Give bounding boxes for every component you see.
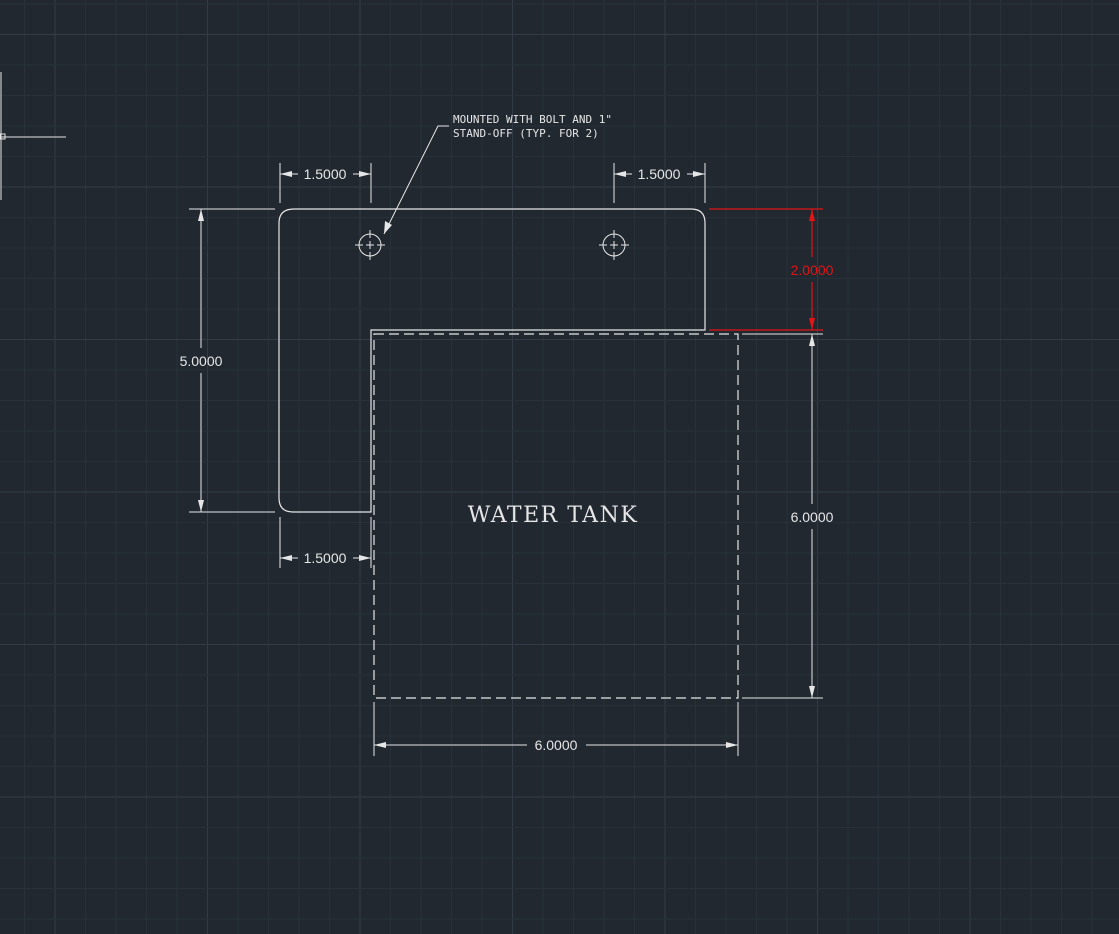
leader-line[interactable]: [383, 125, 449, 235]
leader-note-line1[interactable]: MOUNTED WITH BOLT AND 1": [453, 113, 612, 126]
bolt-hole-left[interactable]: [355, 230, 385, 260]
dimension-text-top-left[interactable]: 1.5000: [304, 166, 347, 182]
arrowhead: [726, 742, 738, 748]
arrowhead: [359, 555, 371, 561]
dimension-left-height[interactable]: [189, 208, 275, 513]
dimension-text-bottom-left[interactable]: 1.5000: [304, 550, 347, 566]
dimension-text-top-right[interactable]: 1.5000: [638, 166, 681, 182]
arrowhead: [280, 555, 292, 561]
dimension-right-lower[interactable]: [742, 333, 823, 699]
water-tank-outline[interactable]: [373, 333, 739, 699]
dimension-text-left-height[interactable]: 5.0000: [180, 353, 223, 369]
ucs-crosshair-icon: [0, 72, 66, 200]
arrowhead: [809, 209, 815, 221]
arrowhead: [359, 171, 371, 177]
arrowhead: [374, 742, 386, 748]
arrowhead: [198, 209, 204, 221]
arrowhead: [809, 334, 815, 346]
leader-arrowhead: [384, 221, 392, 234]
bolt-hole-right[interactable]: [599, 230, 629, 260]
arrowhead: [693, 171, 705, 177]
arrowhead: [809, 318, 815, 330]
leader-note-line2[interactable]: STAND-OFF (TYP. FOR 2): [453, 127, 599, 140]
dimension-text-right-upper[interactable]: 2.0000: [791, 262, 834, 278]
dimension-text-right-lower[interactable]: 6.0000: [791, 509, 834, 525]
arrowhead: [809, 686, 815, 698]
arrowhead: [198, 500, 204, 512]
tank-label[interactable]: WATER TANK: [468, 503, 639, 528]
dimension-bottom-width[interactable]: [373, 702, 739, 756]
arrowhead: [280, 171, 292, 177]
arrowhead: [614, 171, 626, 177]
bracket-outline[interactable]: [278, 208, 706, 513]
dimension-text-bottom-width[interactable]: 6.0000: [535, 737, 578, 753]
